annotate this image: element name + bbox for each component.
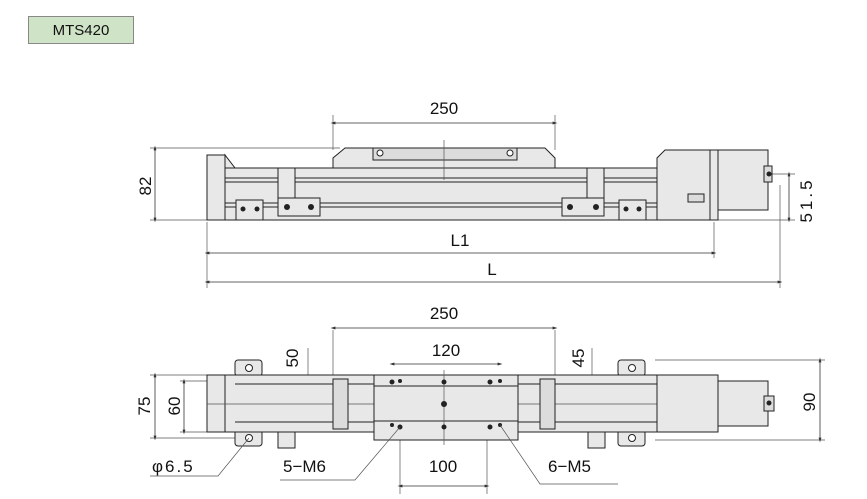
l1-dim: L1 [451, 231, 470, 250]
mount-hole-callout: φ6.5 [152, 457, 195, 476]
left-offset-dim: 50 [283, 349, 302, 368]
top-view: 250 120 100 50 45 75 60 90 φ6.5 5−M6 6−M… [135, 304, 825, 494]
top-stroke-dim: 250 [430, 304, 458, 323]
side-stroke-dim: 250 [430, 99, 458, 118]
inner-width-dim: 60 [165, 397, 184, 416]
outer-width-dim: 75 [135, 397, 154, 416]
model-label: MTS420 [28, 16, 134, 44]
hole-pitch-100-dim: 100 [429, 457, 457, 476]
carriage-top [373, 374, 519, 441]
motor-axis-height-dim: 51.5 [797, 177, 816, 222]
right-offset-dim: 45 [569, 349, 588, 368]
side-height-dim: 82 [136, 177, 155, 196]
l-dim: L [487, 260, 496, 279]
end-block [206, 154, 226, 221]
m6-thread-callout: 5−M6 [283, 457, 326, 476]
hole-pitch-120-dim: 120 [432, 341, 460, 360]
m5-thread-callout: 6−M5 [548, 457, 591, 476]
motor-top [717, 380, 769, 427]
motor-housing-top [656, 374, 719, 433]
motor-housing [656, 149, 719, 221]
side-view: 250 82 51.5 L1 L [136, 99, 816, 288]
motor [717, 149, 769, 211]
motor-width-dim: 90 [800, 393, 819, 412]
